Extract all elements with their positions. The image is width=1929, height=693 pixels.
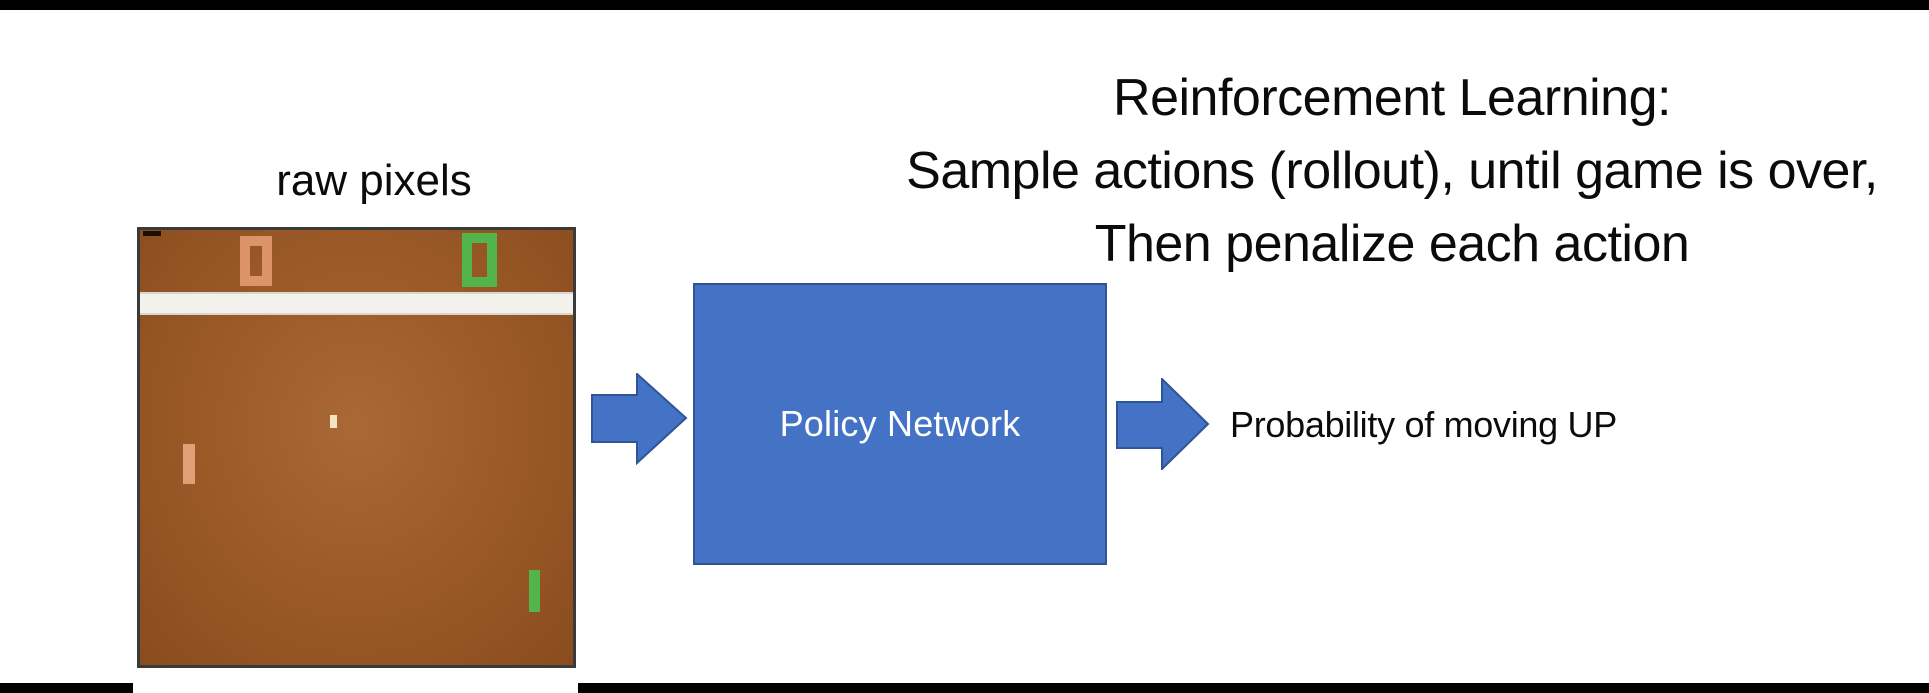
output-arrow-icon [1116,378,1210,470]
policy-network-box: Policy Network [693,283,1107,565]
pong-right-score-zero [462,233,497,287]
slide-title-line-2: Sample actions (rollout), until game is … [906,142,1878,200]
pong-top-wall-stripe [140,292,573,315]
pong-screenshot [133,224,578,693]
pong-left-paddle [183,444,195,484]
slide-title: Reinforcement Learning: Sample actions (… [906,62,1878,281]
slide-top-border-bar [0,0,1929,10]
pong-corner-artifact [143,231,161,236]
pong-ball [330,415,337,428]
slide-title-line-1: Reinforcement Learning: [1113,69,1671,127]
input-arrow-icon [591,373,688,465]
output-probability-label: Probability of moving UP [1230,404,1617,445]
raw-pixels-label: raw pixels [276,156,472,205]
pong-left-score-zero [240,236,272,286]
policy-network-label: Policy Network [779,403,1021,444]
pong-game-field [137,227,576,668]
slide-title-line-3: Then penalize each action [1094,215,1690,273]
slide-bottom-border-bar [0,683,1929,693]
pong-right-paddle [529,570,540,612]
